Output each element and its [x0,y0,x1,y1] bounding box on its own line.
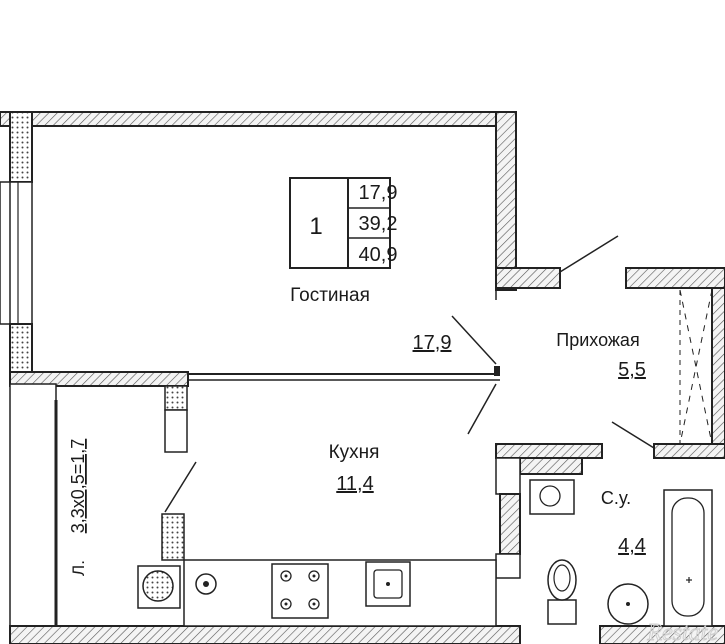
hallway-top-wall-left [495,267,561,289]
walls [0,111,725,644]
living-right-wall [495,111,517,291]
bathroom-area: 4,4 [618,535,646,557]
boiler [195,573,217,595]
bath-washing-machine [529,479,575,515]
hallway-top-wall-right [625,267,725,289]
wardrobe [679,289,713,445]
kitchen-door-leaf [467,383,497,435]
kitchen-stub-wall [164,409,188,453]
balcony-marker: Л. [69,560,88,576]
bath-left-wall-mid [499,493,521,555]
left-wall-upper [9,111,33,183]
bath-left-wall-low [495,553,521,579]
kitchen-counter [183,559,497,627]
bottom-wall-right [599,625,725,644]
left-window [0,181,33,325]
doors [164,235,655,513]
hallway-area: 5,5 [618,359,646,381]
total-area-value: 40,9 [359,244,398,266]
net-area-value: 39,2 [359,213,398,235]
bathroom-name: С.у. [601,488,631,508]
balcony-left-wall [9,383,57,629]
watermark: Restate [646,620,718,644]
kitchen-name: Кухня [329,442,380,463]
right-wall [711,287,725,459]
entrance-door-leaf [559,235,619,273]
bathtub [663,489,713,627]
living-door-leaf [451,315,497,365]
living-room-area: 17,9 [413,332,452,354]
balcony-area-formula: 3,3х0,5=1,7 [68,439,88,534]
hall-bottom-wall [653,443,725,459]
kitchen-area: 11,4 [336,473,373,495]
bath-door-leaf [611,421,655,449]
kitchen-sink [365,561,411,607]
bath-top-wall [495,443,603,459]
bath-left-wall-top [495,457,521,495]
area-summary-table: 1 17,9 39,2 40,9 [289,177,398,269]
living-room-name: Гостиная [290,285,370,306]
kitchen-fixtures [137,559,497,627]
kitchen-balcony-door-leaf [164,461,197,513]
washbasin [607,583,649,625]
top-wall [0,111,517,127]
stove [271,563,329,619]
column-left [164,385,188,411]
bathroom-fixtures [529,479,713,627]
washing-machine [137,565,181,609]
rooms-count: 1 [309,213,322,240]
bath-partition [519,457,583,475]
kitchen-column [161,513,185,561]
bottom-wall [9,625,521,644]
toilet [547,559,577,625]
room-labels: Гостиная 17,9 Прихожая 5,5 Кухня 11,4 С.… [68,285,646,576]
living-kitchen-wall [9,371,189,387]
living-area-value: 17,9 [359,182,398,204]
hall-door-stop [494,366,500,376]
hallway-name: Прихожая [556,330,639,350]
